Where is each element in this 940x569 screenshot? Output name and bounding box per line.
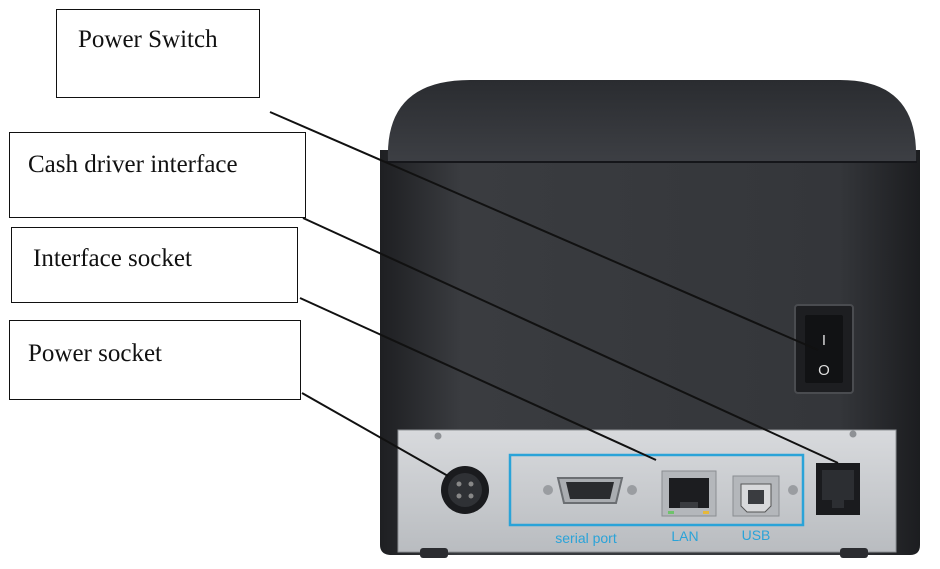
cash-drawer-port[interactable]	[816, 463, 860, 515]
foot-left	[420, 548, 448, 558]
lan-label: LAN	[671, 528, 698, 544]
power-socket[interactable]	[441, 466, 489, 514]
usb-port[interactable]	[732, 475, 798, 517]
cash-driver-interface-callout: Cash driver interface	[9, 132, 306, 218]
leader-line-power-switch	[269, 111, 819, 351]
usb-label: USB	[742, 527, 771, 543]
leader-line-cash-driver	[302, 217, 839, 464]
serial-port[interactable]	[543, 477, 637, 504]
foot-right	[840, 548, 868, 558]
power-switch[interactable]: I O	[794, 304, 854, 394]
leader-line-power-socket	[301, 392, 449, 477]
port-highlight-box	[508, 453, 805, 527]
power-socket-callout: Power socket	[9, 320, 301, 400]
lan-port[interactable]	[661, 470, 717, 517]
serial-port-label: serial port	[555, 530, 617, 546]
cash-driver-interface-label: Cash driver interface	[28, 151, 238, 178]
switch-off-mark: O	[818, 362, 830, 379]
switch-on-mark: I	[822, 332, 826, 349]
power-socket-label: Power socket	[28, 340, 162, 367]
power-switch-callout: Power Switch	[56, 9, 260, 98]
leader-line-interface-socket	[299, 297, 657, 461]
interface-socket-label: Interface socket	[33, 245, 192, 272]
interface-socket-callout: Interface socket	[11, 227, 298, 303]
power-switch-label: Power Switch	[78, 26, 218, 53]
